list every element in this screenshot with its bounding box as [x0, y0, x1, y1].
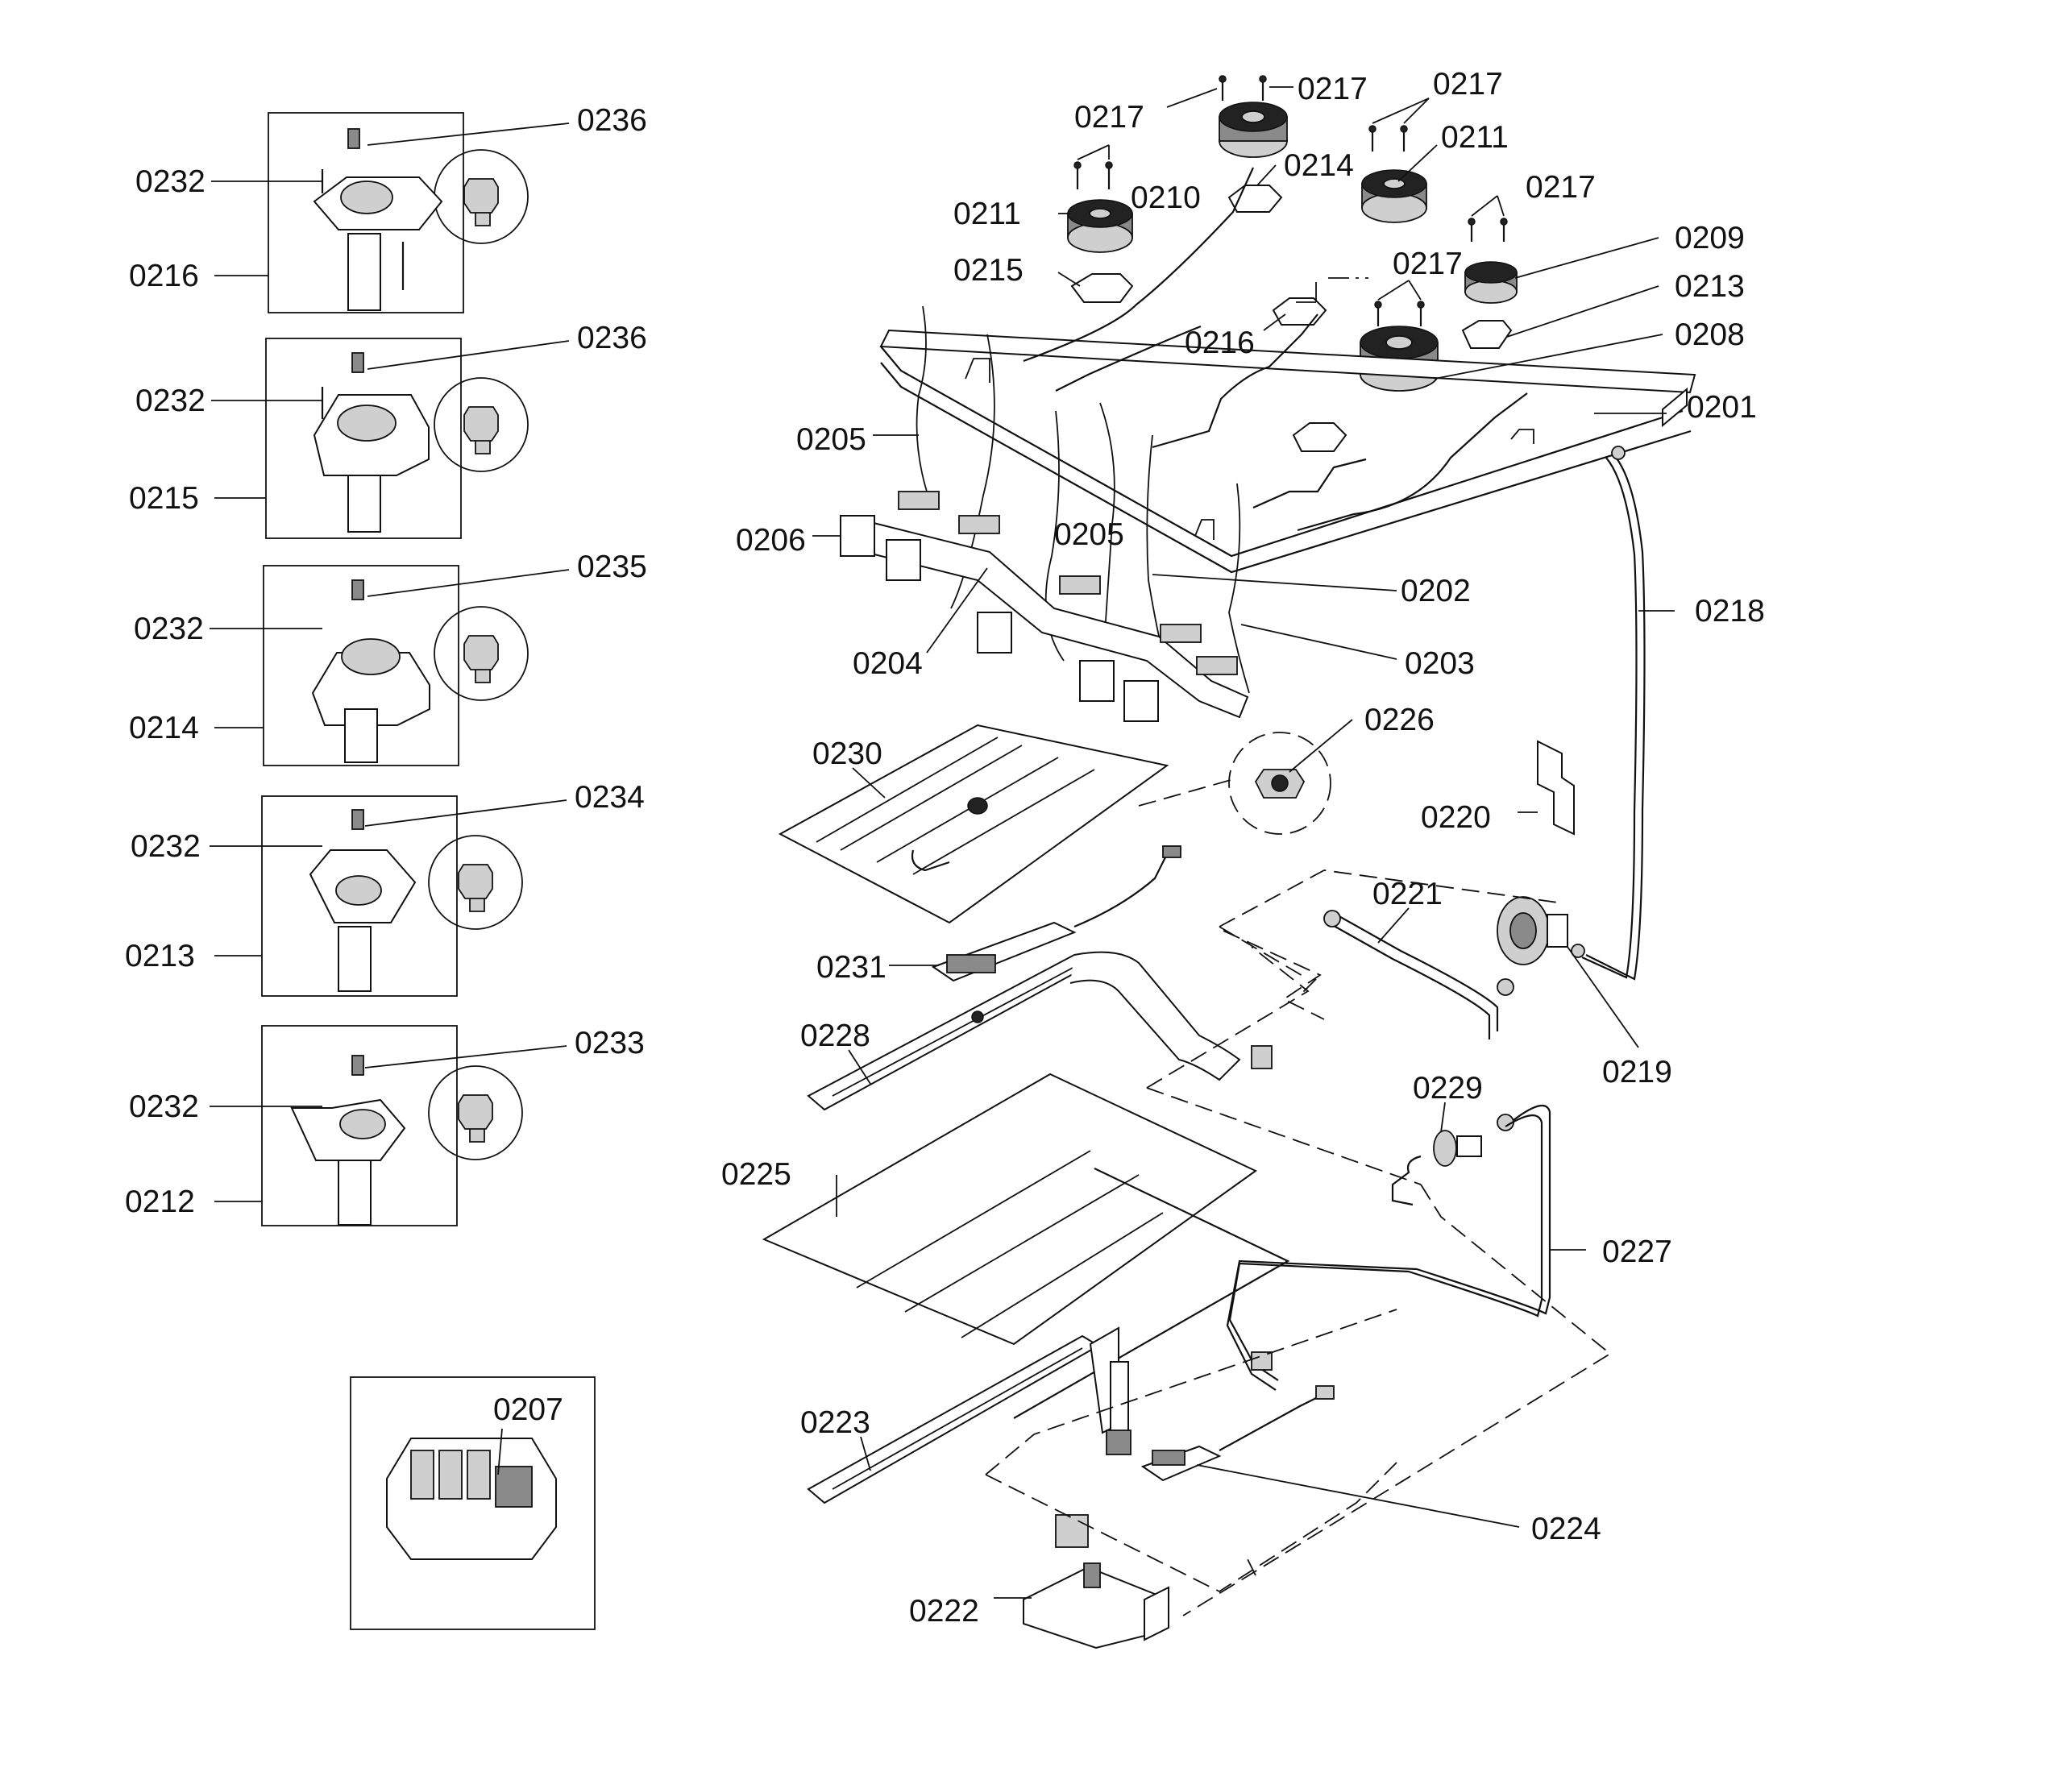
label-0225: 0225 [721, 1157, 791, 1192]
heat-shield-0230 [778, 724, 1169, 924]
electrode-0231 [931, 845, 1181, 982]
electrode-0224 [1140, 1385, 1335, 1482]
label-0224: 0224 [1531, 1512, 1601, 1546]
manifold-0206 [840, 491, 1249, 722]
label-0222: 0222 [909, 1594, 979, 1629]
burner-cap-0209 [1464, 261, 1518, 304]
pipe-0227 [1226, 1104, 1551, 1391]
label-0219: 0219 [1602, 1055, 1672, 1089]
regulator-0219 [1497, 896, 1568, 965]
heat-shield-0225 [762, 1073, 1290, 1419]
orifice-0229 [1391, 1114, 1514, 1206]
label-0217: 0217 [1298, 72, 1368, 106]
bracket-0220 [1537, 740, 1575, 836]
burner-cap-0211-left [1067, 199, 1133, 253]
clip-0226 [1138, 732, 1331, 835]
burner-cap-0210 [1219, 102, 1288, 158]
detail-box-0214 [263, 565, 529, 766]
label-0236: 0236 [577, 321, 647, 355]
label-0216: 0216 [1185, 326, 1255, 360]
label-0215: 0215 [129, 481, 199, 516]
label-0213: 0213 [125, 939, 195, 973]
part-labels: 0236 0232 0216 0236 0232 0215 0235 0232 … [125, 67, 1765, 1629]
label-0210: 0210 [1131, 181, 1201, 215]
label-0213: 0213 [1675, 269, 1745, 304]
detail-box-0212 [261, 1025, 523, 1226]
spark-module-box-0207 [350, 1376, 596, 1630]
label-0217: 0217 [1433, 67, 1503, 102]
label-0227: 0227 [1602, 1234, 1672, 1269]
leader-lines [210, 86, 1675, 1599]
burner-0223 [807, 1326, 1132, 1504]
label-0217: 0217 [1074, 100, 1144, 135]
label-0214: 0214 [129, 711, 199, 745]
label-0203: 0203 [1405, 646, 1475, 681]
burner-cap-0211-right [1361, 169, 1427, 223]
label-0234: 0234 [575, 780, 645, 815]
detail-box-0216 [268, 112, 529, 313]
label-0232: 0232 [129, 1089, 199, 1124]
pipe-0218 [1571, 446, 1646, 981]
label-0232: 0232 [134, 612, 204, 646]
label-0205: 0205 [796, 422, 866, 457]
label-0206: 0206 [736, 523, 806, 558]
label-0220: 0220 [1421, 800, 1491, 835]
screws-0217 [1073, 75, 1508, 326]
detail-box-0215 [265, 338, 529, 539]
label-0229: 0229 [1413, 1071, 1483, 1106]
label-0211: 0211 [1441, 120, 1509, 155]
label-0226: 0226 [1364, 703, 1435, 737]
label-0214: 0214 [1284, 148, 1354, 183]
label-0233: 0233 [575, 1026, 645, 1060]
detail-box-0213 [261, 795, 523, 997]
label-0235: 0235 [577, 550, 647, 584]
pipe-0221 [1323, 910, 1514, 1039]
gas-tubes [916, 167, 1528, 694]
label-0204: 0204 [853, 646, 923, 681]
label-0217: 0217 [1393, 247, 1463, 281]
label-0216: 0216 [129, 259, 199, 293]
label-0231: 0231 [816, 950, 887, 985]
label-0217: 0217 [1526, 170, 1596, 205]
label-0212: 0212 [125, 1185, 195, 1219]
label-0202: 0202 [1401, 574, 1471, 608]
burner-bases [1070, 185, 1513, 452]
label-0209: 0209 [1675, 221, 1745, 255]
label-0230: 0230 [812, 737, 882, 771]
dashed-outlines [985, 277, 1612, 1616]
label-0236: 0236 [577, 103, 647, 138]
label-0208: 0208 [1675, 317, 1745, 352]
burner-frame-0201 [879, 329, 1696, 574]
label-0232: 0232 [131, 829, 201, 864]
label-0211: 0211 [953, 197, 1021, 231]
label-0201: 0201 [1687, 390, 1757, 425]
label-0223: 0223 [800, 1405, 870, 1440]
label-0232: 0232 [135, 164, 206, 199]
label-0228: 0228 [800, 1019, 870, 1053]
label-0207: 0207 [493, 1392, 563, 1427]
label-0232: 0232 [135, 384, 206, 418]
label-0215: 0215 [953, 253, 1024, 288]
burner-0228 [807, 951, 1273, 1111]
label-0218: 0218 [1695, 594, 1765, 629]
label-0221: 0221 [1372, 877, 1443, 911]
valve-0222 [1023, 1514, 1170, 1649]
label-0205: 0205 [1054, 517, 1124, 552]
